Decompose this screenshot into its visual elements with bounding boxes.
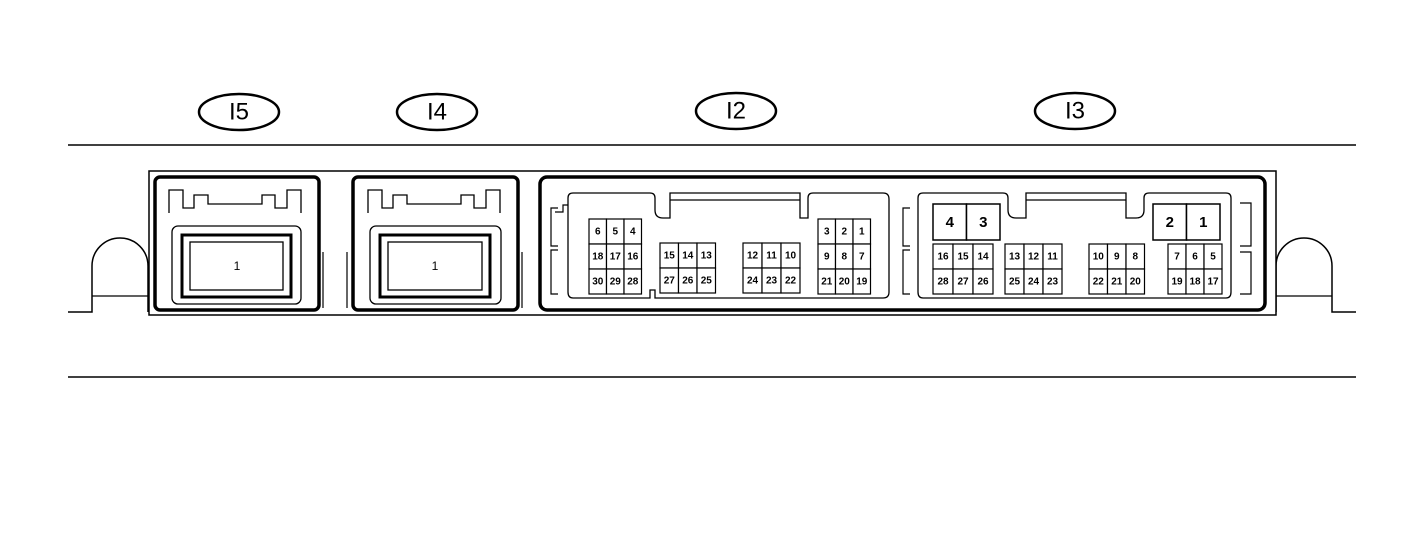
connector-i5: 1 bbox=[153, 175, 324, 312]
pin-number: 6 bbox=[595, 227, 601, 238]
pin-number: 23 bbox=[766, 276, 778, 287]
pin-number: 18 bbox=[1189, 277, 1201, 288]
pin-number: 21 bbox=[821, 277, 833, 288]
left-mounting-lug bbox=[68, 237, 149, 313]
pin-number: 26 bbox=[682, 276, 694, 287]
pin-number: 13 bbox=[1009, 252, 1021, 263]
pin-number: 27 bbox=[957, 277, 969, 288]
pin-cell bbox=[1203, 268, 1223, 295]
pin-number: 6 bbox=[1192, 252, 1198, 263]
pin-number: 30 bbox=[592, 277, 604, 288]
label-i2-text: I2 bbox=[726, 98, 746, 125]
pin-number: 7 bbox=[1174, 252, 1180, 263]
pin-number: 12 bbox=[747, 251, 759, 262]
pin-number: 17 bbox=[610, 252, 622, 263]
pin-number: 20 bbox=[839, 277, 851, 288]
pin-number: 2 bbox=[1166, 214, 1174, 231]
pin-cell bbox=[965, 203, 1001, 241]
pin-number: 4 bbox=[630, 227, 636, 238]
pin-cell bbox=[623, 268, 643, 295]
pin-number: 9 bbox=[1114, 252, 1120, 263]
pin-number: 19 bbox=[856, 277, 868, 288]
pin-number: 14 bbox=[682, 251, 694, 262]
pin-number: 13 bbox=[701, 251, 713, 262]
i3-pin-block-mid-left: 13 12 11 25 24 23 bbox=[1004, 243, 1063, 295]
pin-number: 10 bbox=[785, 251, 797, 262]
pin-number: 4 bbox=[946, 214, 955, 231]
pin-number: 3 bbox=[979, 214, 987, 231]
pin-number: 28 bbox=[937, 277, 949, 288]
connector-i2 bbox=[567, 192, 890, 299]
pin-number: 3 bbox=[824, 227, 830, 238]
pin-number: 5 bbox=[612, 227, 618, 238]
label-i3-text: I3 bbox=[1065, 98, 1085, 125]
pin-number: 26 bbox=[977, 277, 989, 288]
pin-number: 22 bbox=[1093, 277, 1105, 288]
pin-cell bbox=[852, 268, 872, 295]
pin-number: 18 bbox=[592, 252, 604, 263]
pin-number: 7 bbox=[859, 252, 865, 263]
pin-cell bbox=[932, 203, 968, 241]
pin-number: 25 bbox=[1009, 277, 1021, 288]
pin-number: 9 bbox=[824, 252, 830, 263]
pin-number: 25 bbox=[701, 276, 713, 287]
pin-cell bbox=[1042, 268, 1063, 295]
pin-number: 1 bbox=[1199, 214, 1207, 231]
label-i5: I5 bbox=[197, 92, 281, 132]
i3-pin-block-right: 7 6 5 19 18 17 bbox=[1167, 243, 1223, 295]
pin-cell bbox=[780, 267, 801, 294]
pin-cell bbox=[696, 267, 717, 294]
i3-pin-block-mid-right: 10 9 8 22 21 20 bbox=[1088, 243, 1146, 295]
pin-number: 2 bbox=[841, 227, 847, 238]
pin-number: 15 bbox=[957, 252, 969, 263]
pin-number: 10 bbox=[1093, 252, 1105, 263]
connector-i4: 1 bbox=[346, 175, 523, 312]
right-mounting-lug bbox=[1275, 237, 1356, 313]
i3-pin-block-left: 16 15 14 28 27 26 bbox=[932, 243, 994, 295]
i4-pin-1: 1 bbox=[432, 259, 439, 273]
pin-cell bbox=[972, 268, 994, 295]
i5-pin-1: 1 bbox=[234, 259, 241, 273]
i2-pin-block-mid-right: 12 11 10 24 23 22 bbox=[742, 242, 801, 294]
label-i3: I3 bbox=[1033, 91, 1117, 131]
pin-number: 1 bbox=[859, 227, 865, 238]
pin-number: 20 bbox=[1130, 277, 1142, 288]
pin-number: 27 bbox=[664, 276, 676, 287]
pin-cell bbox=[1185, 203, 1221, 241]
pin-number: 8 bbox=[841, 252, 847, 263]
pin-number: 24 bbox=[1028, 277, 1040, 288]
pin-number: 16 bbox=[627, 252, 639, 263]
pin-number: 8 bbox=[1132, 252, 1138, 263]
pin-cell bbox=[1125, 268, 1146, 295]
pin-number: 19 bbox=[1171, 277, 1183, 288]
i2-pin-block-mid-left: 15 14 13 27 26 25 bbox=[659, 242, 717, 294]
pin-number: 29 bbox=[610, 277, 622, 288]
pin-number: 16 bbox=[937, 252, 949, 263]
pin-number: 12 bbox=[1028, 252, 1040, 263]
pin-number: 24 bbox=[747, 276, 759, 287]
pin-number: 28 bbox=[627, 277, 639, 288]
label-i2: I2 bbox=[694, 91, 778, 131]
label-i5-text: I5 bbox=[229, 99, 249, 126]
pin-number: 17 bbox=[1207, 277, 1219, 288]
pin-number: 14 bbox=[977, 252, 989, 263]
label-i4-text: I4 bbox=[427, 99, 447, 126]
pin-number: 11 bbox=[1047, 252, 1058, 263]
pin-number: 23 bbox=[1047, 277, 1059, 288]
pin-number: 5 bbox=[1210, 252, 1216, 263]
pin-number: 11 bbox=[766, 251, 777, 262]
pin-number: 22 bbox=[785, 276, 797, 287]
label-i4: I4 bbox=[395, 92, 479, 132]
pin-number: 15 bbox=[664, 251, 676, 262]
pin-number: 21 bbox=[1111, 277, 1123, 288]
